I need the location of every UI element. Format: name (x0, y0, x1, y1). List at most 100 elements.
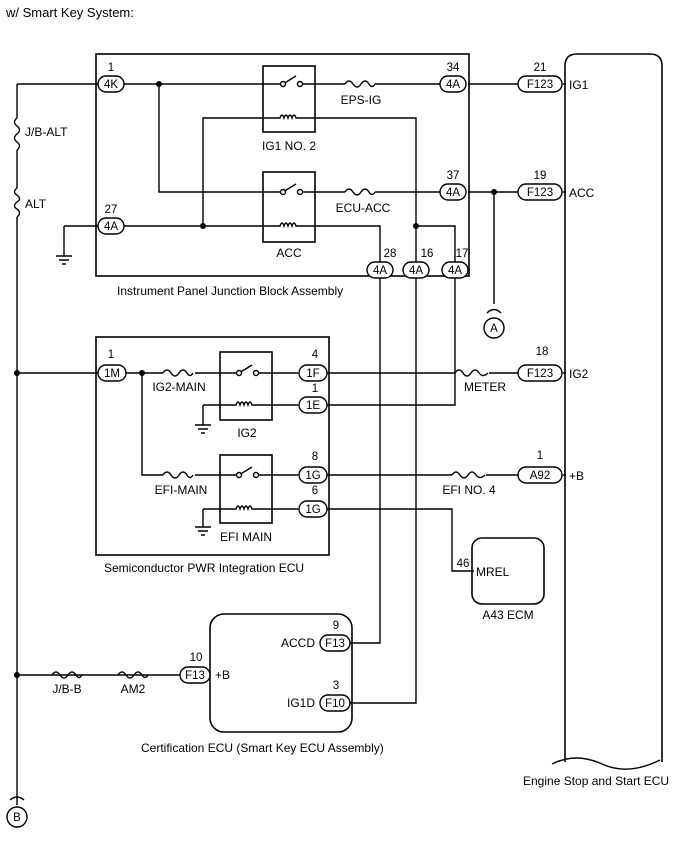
junction-dot (14, 672, 20, 678)
engine-ecu-box (564, 53, 663, 762)
relay-efi-switch (220, 466, 272, 476)
contact (279, 188, 287, 196)
pin-number: 3 (333, 680, 339, 692)
relay-acc (262, 171, 316, 243)
pin-number: 34 (447, 62, 460, 74)
pin-number: 6 (312, 485, 318, 497)
fuse-efi-main (162, 471, 194, 479)
ref-a-circle (483, 317, 505, 339)
relay-efi-main-label: EFI MAIN (220, 530, 272, 544)
ground-ig2 (195, 405, 211, 434)
fuse-alt (13, 187, 21, 218)
pin-number: 4 (312, 349, 319, 361)
ref-b-circle (6, 806, 28, 828)
cert-terminal-ig1d: IG1D (287, 696, 315, 710)
connector-4a-17 (441, 261, 469, 279)
connector-f123-21-label: F123 (527, 79, 553, 91)
engine-ecu-break (551, 757, 661, 770)
ground-efi (195, 509, 211, 536)
fuse-ecu-acc-label: ECU-ACC (336, 201, 391, 215)
relay-ig2 (219, 351, 273, 421)
connector-1e-label: 1E (306, 400, 320, 412)
ecm-terminal-mrel: MREL (476, 565, 510, 579)
relay-ig2-coil (203, 401, 298, 408)
fuse-eps-ig (344, 80, 376, 88)
contact (296, 80, 304, 88)
connector-f123-21 (517, 75, 563, 93)
relay-ig1-coil (263, 114, 315, 121)
ref-b-arc (9, 796, 25, 801)
ref-a-label: A (490, 323, 498, 335)
signal-acc: ACC (569, 186, 595, 200)
wire-ig1-coil-to-16 (315, 117, 417, 262)
contact (296, 188, 304, 196)
connector-f13-10-label: F13 (185, 670, 205, 682)
connector-4a-16-label: 4A (409, 265, 423, 277)
cert-ecu-box (209, 613, 353, 733)
relay-efi-main (219, 454, 273, 524)
wire-efi-main (141, 373, 298, 476)
pin-number: 17 (456, 248, 469, 260)
ecu-leads (563, 83, 566, 476)
signal-ig2: IG2 (569, 367, 589, 381)
connector-4a-37-label: 4A (446, 187, 460, 199)
ref-b-label: B (13, 812, 21, 824)
connectors: 4K 4A F123 4A F123 4A 4A 4A 4A 1M 1F F12… (97, 75, 563, 712)
contact (235, 471, 243, 479)
fuse-jb-alt (13, 117, 21, 151)
wire-16-to-ig1d (350, 276, 417, 704)
pin-number: 1 (108, 62, 114, 74)
wire-to-17 (416, 225, 456, 262)
fuse-ig2-main-label: IG2-MAIN (152, 380, 205, 394)
wire-ig1-coil-feed (202, 117, 263, 226)
fuse-jb-b-label: J/B-B (52, 682, 81, 696)
fuse-alt-label: ALT (25, 197, 47, 211)
connector-1f (298, 364, 328, 382)
connector-f13-10 (179, 666, 211, 684)
signal-plus-b: +B (569, 469, 584, 483)
relay-acc-switch (263, 183, 315, 193)
connector-f10 (319, 694, 351, 712)
connector-1m (97, 364, 127, 382)
relay-ig1-no2-label: IG1 NO. 2 (262, 139, 316, 153)
connector-4a-16 (402, 261, 430, 279)
relay-acc-label: ACC (276, 246, 302, 260)
contact (252, 369, 260, 377)
connector-1g-8 (298, 466, 328, 484)
connector-4a-28 (366, 261, 394, 279)
wire-28-to-accd (350, 276, 381, 644)
fuse-eps-ig-label: EPS-IG (341, 93, 382, 107)
pin-number: 46 (457, 558, 470, 570)
relay-ig1-switch (263, 75, 315, 85)
fuse-efi-no4-label: EFI NO. 4 (442, 483, 496, 497)
relay-ig2-switch (220, 364, 272, 374)
ground-27 (56, 225, 98, 265)
contact (252, 471, 260, 479)
connector-4a-34 (439, 75, 467, 93)
fuse-am2-label: AM2 (121, 682, 146, 696)
signal-ig1: IG1 (569, 78, 589, 92)
contact (235, 369, 243, 377)
connector-f123-18 (517, 364, 563, 382)
connector-f13-9-label: F13 (325, 638, 345, 650)
connector-1m-label: 1M (104, 368, 120, 380)
connector-1g-8-label: 1G (305, 470, 320, 482)
pin-number: 28 (384, 248, 397, 260)
fuse-jb-b (51, 671, 83, 679)
ref-a-arc (486, 308, 502, 314)
connector-1e (298, 396, 328, 414)
connector-1g-6-label: 1G (305, 504, 320, 516)
connector-4k (97, 75, 125, 93)
relay-ig1-no2 (262, 65, 316, 133)
connector-4a-34-label: 4A (446, 79, 460, 91)
connector-4a-27 (97, 217, 125, 235)
pin-number: 1 (108, 349, 114, 361)
fuse-efi-main-label: EFI-MAIN (155, 483, 208, 497)
cert-terminal-plus-b: +B (215, 668, 230, 682)
relay-acc-coil (263, 222, 315, 229)
junction-dot (14, 370, 20, 376)
pin-number: 21 (534, 62, 547, 74)
connector-a92-label: A92 (530, 470, 550, 482)
connector-f123-18-label: F123 (527, 368, 553, 380)
cert-terminal-accd: ACCD (281, 636, 315, 650)
